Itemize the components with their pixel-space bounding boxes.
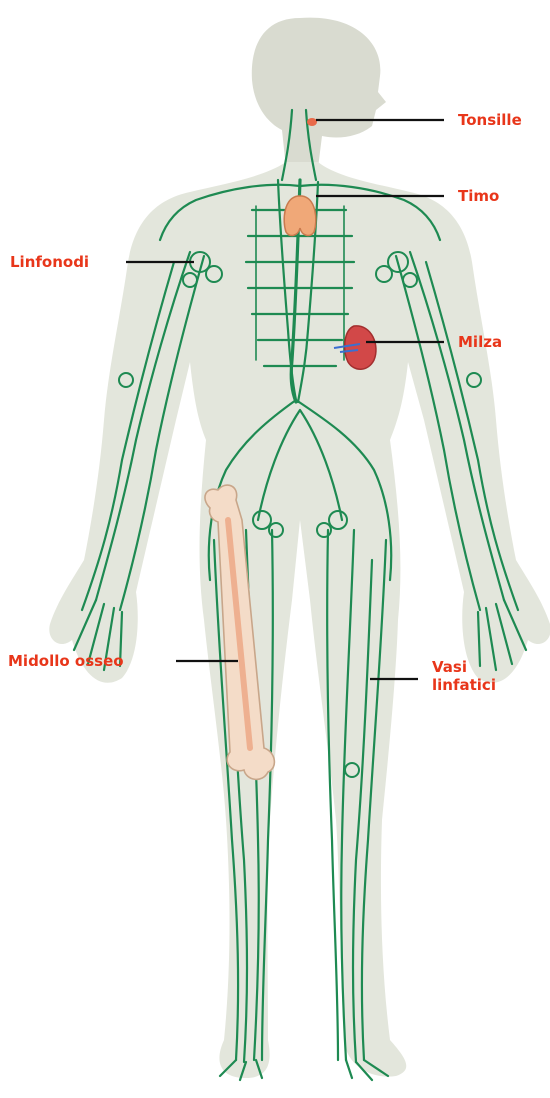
torso-and-limbs bbox=[49, 162, 550, 1078]
label-lymph-vessels-line2: linfatici bbox=[432, 676, 496, 694]
head bbox=[252, 18, 386, 168]
body-silhouette bbox=[49, 18, 550, 1078]
tonsils-icon bbox=[307, 118, 317, 126]
thymus-icon bbox=[284, 196, 316, 235]
label-lymph-vessels-line1: Vasi bbox=[432, 658, 467, 676]
label-tonsils: Tonsille bbox=[458, 111, 522, 129]
label-spleen: Milza bbox=[458, 333, 502, 351]
label-bone-marrow: Midollo osseo bbox=[8, 652, 124, 670]
label-thymus: Timo bbox=[458, 187, 499, 205]
label-lymph-nodes: Linfonodi bbox=[10, 253, 89, 271]
